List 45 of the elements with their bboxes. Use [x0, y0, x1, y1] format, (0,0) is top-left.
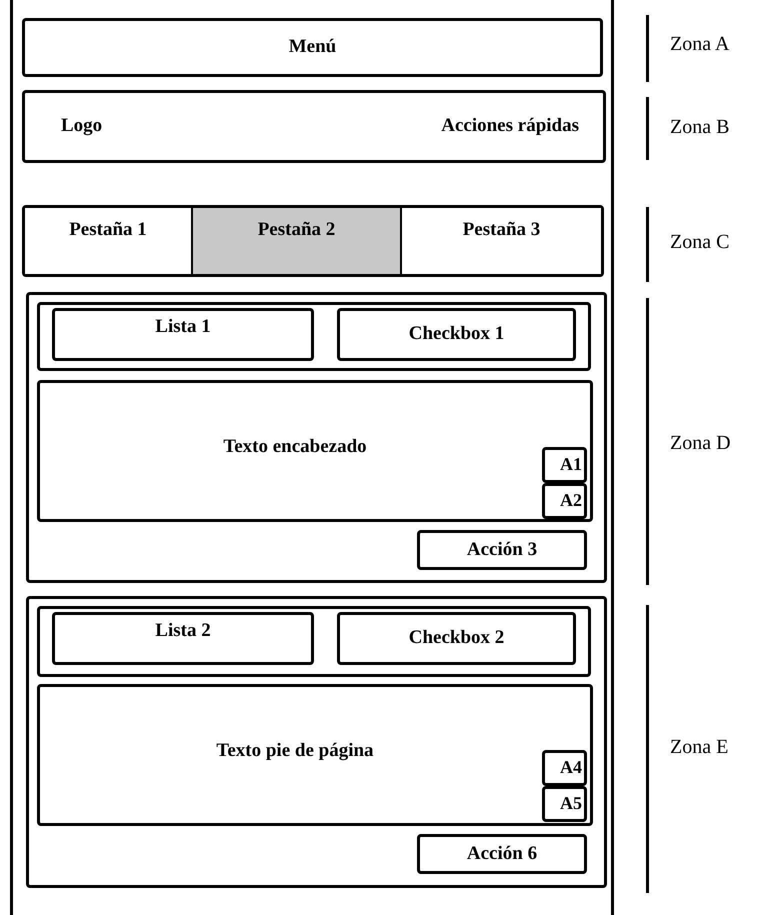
- label-text: A2: [560, 491, 582, 511]
- label-text: Checkbox 2: [408, 628, 504, 649]
- content-area: [37, 684, 593, 826]
- label-text: Logo: [61, 116, 102, 137]
- tab-bar: [22, 205, 604, 277]
- label-text: A5: [560, 794, 582, 814]
- label-text: Acciones rápidas: [441, 116, 579, 137]
- label-text: Acción 3: [466, 540, 538, 560]
- action-button: [542, 786, 587, 822]
- zone-label: Zona C: [670, 231, 730, 254]
- label-text: Acción 6: [466, 844, 538, 864]
- menu-bar: [22, 18, 603, 77]
- header-bar: [22, 90, 606, 163]
- tab: [25, 208, 193, 274]
- label-text: Menú: [288, 37, 336, 58]
- zone-label: Zona D: [670, 432, 731, 455]
- action-button: [417, 834, 587, 874]
- action-button: [542, 447, 587, 483]
- action-button: [417, 530, 587, 570]
- toolbar-panel: [37, 302, 591, 371]
- page-frame: [10, 0, 614, 915]
- label-text: Lista 2: [155, 621, 211, 642]
- label-text: Checkbox 1: [408, 324, 504, 345]
- zone-label: Zona E: [670, 736, 728, 759]
- zone-label: Zona B: [670, 116, 730, 139]
- label-text: Pestaña 3: [462, 220, 540, 241]
- action-button: [542, 750, 587, 786]
- label-text: Texto encabezado: [223, 437, 367, 458]
- tab: [193, 208, 402, 274]
- label-text: A4: [560, 758, 582, 778]
- panel: [26, 596, 607, 888]
- label-text: Pestaña 1: [69, 220, 147, 241]
- toolbar-panel: [37, 606, 591, 677]
- label-text: Texto pie de página: [216, 741, 374, 762]
- list-control: [52, 612, 314, 665]
- checkbox-control: [337, 612, 576, 665]
- label-text: A1: [560, 455, 582, 475]
- label-text: Pestaña 2: [258, 220, 336, 241]
- panel: [26, 292, 607, 583]
- zone-label: Zona A: [670, 33, 730, 56]
- checkbox-control: [337, 308, 576, 361]
- action-button: [542, 483, 587, 519]
- content-area: [37, 380, 593, 522]
- list-control: [52, 308, 314, 361]
- label-text: Lista 1: [155, 317, 211, 338]
